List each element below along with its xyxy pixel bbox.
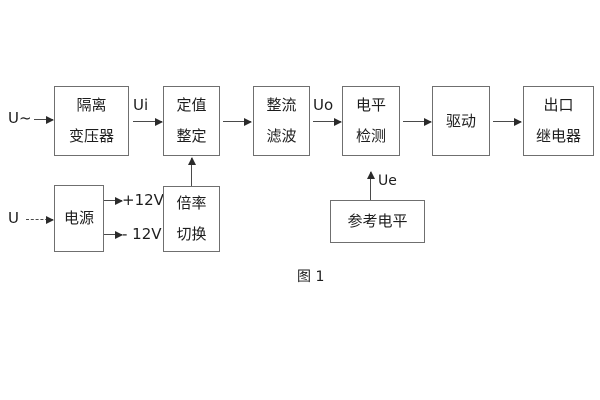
rail-negative-label: - 12V (122, 225, 162, 243)
arrow-setting-value-to-rectify-filter (223, 121, 251, 123)
block-drive-line-1: 驱动 (445, 111, 476, 130)
block-multiplier-switch-line-2: 切换 (176, 225, 207, 243)
arrow-level-detection-to-drive (403, 121, 431, 123)
block-drive[interactable]: 驱动 (432, 86, 490, 156)
arrow-drive-to-output-relay (493, 121, 521, 123)
arrow-power-supply-positive-rail (104, 200, 122, 202)
arrow-input-dc-to-power-supply (26, 219, 53, 220)
block-rectify-filter[interactable]: 整流 滤波 (253, 86, 310, 156)
arrow-multiplier-switch-to-setting-value (191, 158, 193, 186)
block-level-detection[interactable]: 电平 检测 (342, 86, 400, 156)
block-setting-value[interactable]: 定值 整定 (163, 86, 220, 156)
block-reference-level[interactable]: 参考电平 (330, 200, 425, 243)
input-ac-label: U~ (8, 109, 32, 127)
block-multiplier-switch-line-1: 倍率 (176, 194, 207, 212)
arrow-rectify-filter-to-level-detection (313, 121, 341, 123)
block-output-relay-line-2: 继电器 (535, 127, 581, 145)
block-isolation-transformer-line-1: 隔离 (76, 96, 107, 114)
block-level-detection-line-2: 检测 (355, 127, 386, 145)
signal-ui-label: Ui (133, 96, 149, 114)
block-rectify-filter-line-1: 整流 (266, 96, 297, 114)
block-setting-value-line-2: 整定 (176, 127, 207, 145)
arrow-reference-level-to-level-detection (370, 172, 372, 200)
block-output-relay[interactable]: 出口 继电器 (523, 86, 594, 156)
block-power-supply-line-1: 电源 (63, 209, 94, 227)
block-multiplier-switch[interactable]: 倍率 切换 (163, 186, 220, 252)
block-isolation-transformer-line-2: 变压器 (68, 127, 114, 145)
rail-positive-label: +12V (122, 191, 164, 209)
block-output-relay-line-1: 出口 (543, 96, 574, 114)
block-isolation-transformer[interactable]: 隔离 变压器 (54, 86, 129, 156)
block-reference-level-line-1: 参考电平 (347, 212, 408, 230)
arrow-isolation-transformer-to-setting-value (133, 121, 162, 123)
block-rectify-filter-line-2: 滤波 (266, 127, 297, 145)
signal-uo-label: Uo (313, 96, 334, 114)
signal-ue-label: Ue (378, 173, 397, 189)
block-level-detection-line-1: 电平 (355, 96, 386, 114)
block-power-supply[interactable]: 电源 (54, 185, 104, 252)
arrow-input-ac-to-isolation-transformer (34, 119, 53, 121)
input-dc-label: U (8, 209, 19, 227)
figure-caption: 图 1 (297, 269, 325, 285)
block-setting-value-line-1: 定值 (176, 96, 207, 114)
arrow-power-supply-negative-rail (104, 234, 122, 236)
